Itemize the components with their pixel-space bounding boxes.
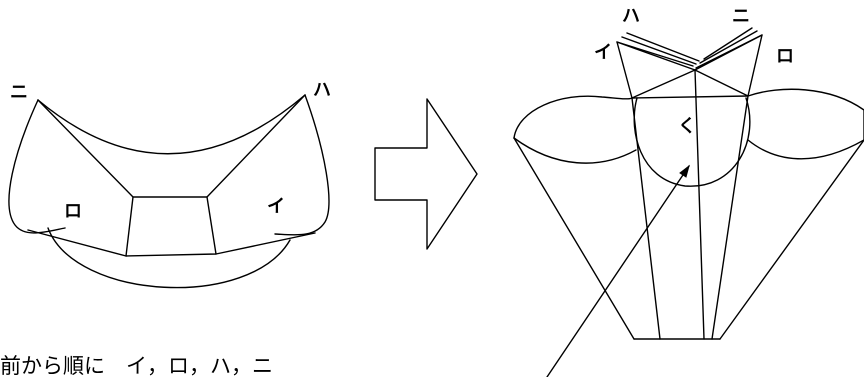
- layer-line-1: [616, 41, 694, 67]
- left-outer-wing: [8, 99, 66, 234]
- inner-fold-3: [711, 95, 749, 340]
- right-label-ro: ロ: [776, 46, 794, 67]
- top-flap-right: [694, 34, 763, 97]
- right-right-lobe: [747, 88, 864, 141]
- left-label-ni: ニ: [10, 82, 28, 103]
- cone-left-edge: [513, 137, 635, 340]
- caption-text: 前から順に イ，ロ，ハ，ニ: [0, 354, 273, 377]
- right-left-lobe: [513, 95, 633, 139]
- left-label-ro: ロ: [64, 201, 82, 222]
- layer-line-6: [703, 27, 753, 60]
- inner-fold-1: [631, 97, 661, 340]
- center-trapezoid: [125, 196, 217, 257]
- right-outer-wing: [274, 94, 330, 236]
- inner-fold-2: [694, 69, 705, 340]
- right-fold-line-upper: [206, 94, 306, 198]
- top-flap-left: [616, 41, 696, 99]
- right-figure: イ ハ ニ ロ く: [513, 6, 864, 377]
- left-label-ha: ハ: [313, 80, 331, 101]
- layer-line-2: [621, 36, 697, 65]
- layer-line-4: [695, 34, 763, 69]
- right-arrow-icon: [374, 98, 478, 250]
- layer-line-3: [626, 32, 700, 62]
- left-figure: ニ ハ ロ イ: [8, 80, 331, 289]
- right-label-ha: ハ: [622, 6, 640, 27]
- layer-line-7: [631, 95, 749, 99]
- right-left-lobe-lower: [513, 137, 637, 164]
- left-lower-arc: [47, 227, 291, 289]
- right-fold-line-lower: [215, 232, 316, 255]
- left-top-curve: [37, 94, 306, 155]
- right-label-ku: く: [678, 116, 696, 137]
- inner-round-lobe: [633, 97, 751, 187]
- layer-line-5: [699, 30, 758, 64]
- pointer-arrow-icon: [546, 164, 690, 377]
- right-label-ni: ニ: [732, 6, 750, 27]
- right-right-lobe-lower: [747, 139, 864, 160]
- left-fold-line-lower: [27, 229, 127, 257]
- left-label-i: イ: [267, 196, 285, 217]
- cone-right-edge: [719, 139, 864, 340]
- right-label-i: イ: [594, 42, 612, 63]
- left-fold-line-upper: [37, 99, 134, 198]
